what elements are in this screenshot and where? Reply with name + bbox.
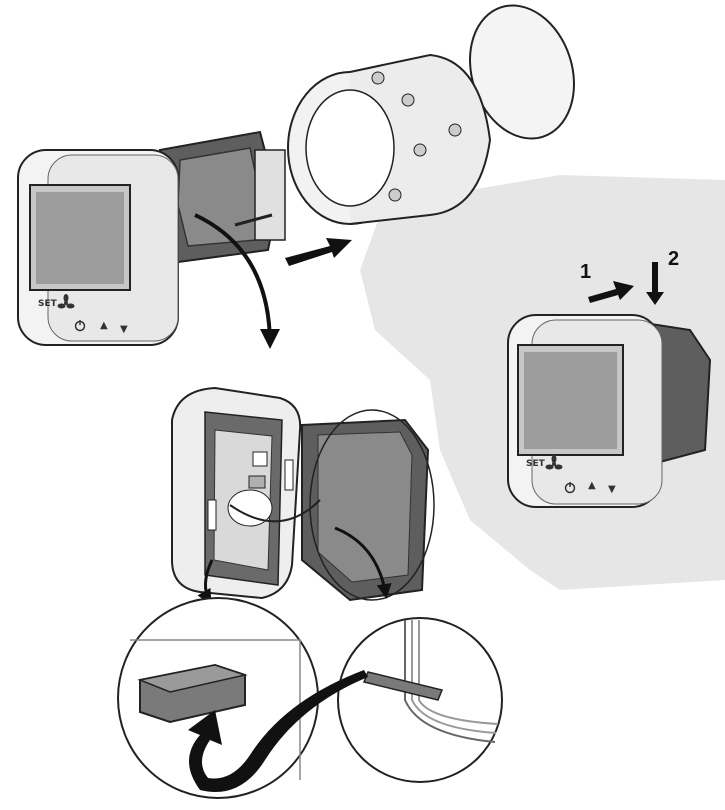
- arrow-to-right-callout: [334, 526, 392, 599]
- step-1-label: 1: [580, 261, 591, 283]
- step-2-label: 2: [668, 248, 679, 270]
- arrow-step-2: [646, 262, 664, 305]
- fan-icon: [57, 294, 75, 309]
- set-button-label-mounted: SET: [526, 459, 546, 469]
- power-icon: [74, 320, 86, 332]
- up-button-label: ▲: [100, 320, 108, 331]
- ribbon-connector-icon: [137, 663, 248, 724]
- down-button-label: ▼: [120, 324, 128, 335]
- thermostat-front: SET ▲ ▼: [17, 149, 179, 346]
- arrow-step-1: [588, 281, 634, 303]
- up-button-label-mounted: ▲: [588, 480, 596, 491]
- arrow-to-back-box: [285, 238, 352, 266]
- thermostat-mounted: SET ▲ ▼: [507, 314, 712, 508]
- callout-connector-right: [337, 617, 503, 783]
- thermostat-opened: [171, 386, 435, 602]
- ribbon-cable: [188, 670, 368, 792]
- back-box-icon: [287, 53, 492, 225]
- down-button-label-mounted: ▼: [608, 484, 616, 495]
- callout-connector-left: [117, 597, 319, 799]
- fan-icon-mounted: [545, 455, 563, 470]
- power-icon-mounted: [564, 482, 576, 494]
- set-button-label: SET: [38, 299, 58, 309]
- arrow-curve-down: [194, 213, 280, 349]
